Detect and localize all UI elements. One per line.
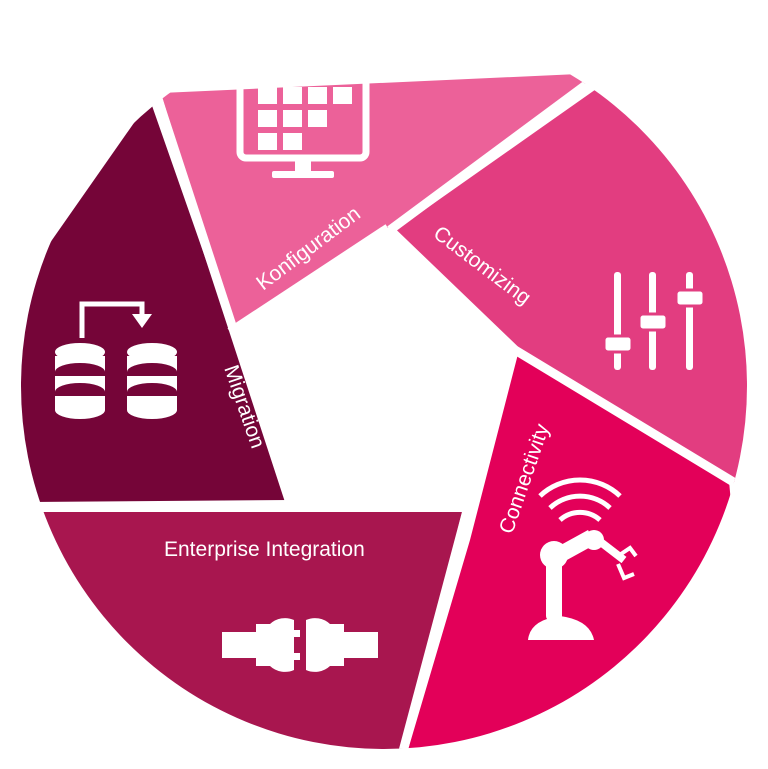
sliders-icon: [602, 272, 706, 370]
robot-arm-icon: [528, 477, 638, 640]
database-transfer-icon: [55, 301, 177, 419]
monitor-icon: [236, 66, 370, 178]
segment-customizing: [393, 80, 747, 520]
plug-connector-icon: [222, 618, 378, 672]
segment-label-enterprise-integration: Enterprise Integration: [164, 538, 365, 561]
center-pentagon: [236, 232, 512, 503]
segment-separators: [30, 66, 743, 749]
